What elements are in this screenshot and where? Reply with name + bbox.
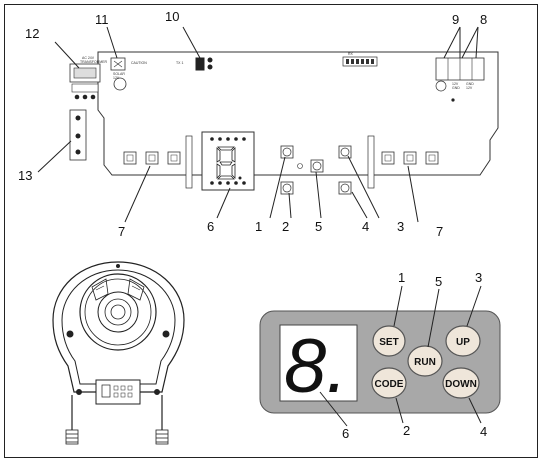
board-callout-5: 5	[315, 219, 322, 234]
solar-label: SOLAR	[113, 72, 125, 76]
code-button-label: CODE	[375, 379, 404, 390]
panel-callout-6: 6	[342, 426, 349, 441]
right-dip-buttons	[381, 151, 439, 165]
board-callout-7-right: 7	[436, 224, 443, 239]
panel-display-digit: 8.	[284, 324, 347, 409]
terminal-label-12v-2: 12V	[466, 86, 473, 90]
board-callout-2: 2	[282, 219, 289, 234]
led-bar-right	[367, 135, 375, 189]
down-button-label: DOWN	[445, 379, 477, 390]
board-callout-10: 10	[165, 9, 179, 24]
board-tactile-buttons	[280, 145, 352, 195]
control-panel: 8. SET CODE RUN UP DOWN	[259, 270, 501, 441]
control-board: TRANSFORMER AC 24V SOLAR 12V CAUTION TX …	[37, 26, 499, 223]
panel-callout-3: 3	[475, 270, 482, 285]
board-callout-3: 3	[397, 219, 404, 234]
board-button-set	[280, 145, 294, 159]
panel-callout-5: 5	[435, 274, 442, 289]
panel-leader-lines	[319, 285, 482, 427]
set-button-label: SET	[379, 337, 398, 348]
led-bar-left	[185, 135, 193, 189]
caution-label: CAUTION	[131, 61, 147, 65]
board-button-code	[280, 181, 294, 195]
board-callout-11: 11	[95, 12, 109, 27]
power-terminal-block: TRANSFORMER AC 24V	[69, 56, 108, 100]
panel-callout-2: 2	[403, 423, 410, 438]
panel-callout-1: 1	[398, 270, 405, 285]
transformer-label: TRANSFORMER	[80, 60, 108, 64]
board-leader-lines	[37, 26, 479, 223]
board-callout-9: 9	[452, 12, 459, 27]
panel-display-window	[279, 324, 358, 402]
jumper-block	[69, 109, 87, 161]
board-callout-7-left: 7	[118, 224, 125, 239]
panel-button-code[interactable]: CODE	[371, 367, 407, 399]
board-callouts: 1 2 3 4 5 6 7 7 8 9 10 11 12 13	[18, 9, 487, 239]
board-seven-segment-display	[201, 131, 255, 191]
terminal-label-gnd-2: GND	[466, 82, 474, 86]
pin-header: RX	[342, 52, 378, 67]
solar-terminal: SOLAR 12V CAUTION	[110, 57, 147, 91]
rx-label: RX	[348, 52, 354, 56]
left-dip-buttons	[123, 151, 181, 165]
panel-button-run[interactable]: RUN	[407, 345, 443, 377]
up-button-label: UP	[456, 337, 470, 348]
board-button-run	[297, 159, 324, 173]
figure-frame	[4, 4, 538, 458]
panel-callout-4: 4	[480, 424, 487, 439]
terminal-label-12v: 12V	[452, 82, 459, 86]
board-callout-6: 6	[207, 219, 214, 234]
board-callout-8: 8	[480, 12, 487, 27]
panel-button-down[interactable]: DOWN	[442, 367, 480, 399]
terminal-label-gnd: GND	[452, 86, 460, 90]
motor-unit	[52, 261, 185, 445]
board-callout-4: 4	[362, 219, 369, 234]
board-button-up	[338, 145, 352, 159]
voltage-label: AC 24V	[82, 56, 95, 60]
run-button-label: RUN	[414, 357, 436, 368]
input-terminal-block: 12V GND GND 12V	[435, 57, 485, 102]
panel-button-set[interactable]: SET	[372, 325, 406, 357]
board-callout-13: 13	[18, 168, 32, 183]
solar-voltage-label: 12V	[113, 76, 120, 80]
board-button-down	[338, 181, 352, 195]
board-outline	[97, 51, 499, 176]
tx-label: TX 1	[176, 61, 183, 65]
board-callout-12: 12	[25, 26, 39, 41]
board-callout-1: 1	[255, 219, 262, 234]
panel-button-up[interactable]: UP	[445, 325, 481, 357]
